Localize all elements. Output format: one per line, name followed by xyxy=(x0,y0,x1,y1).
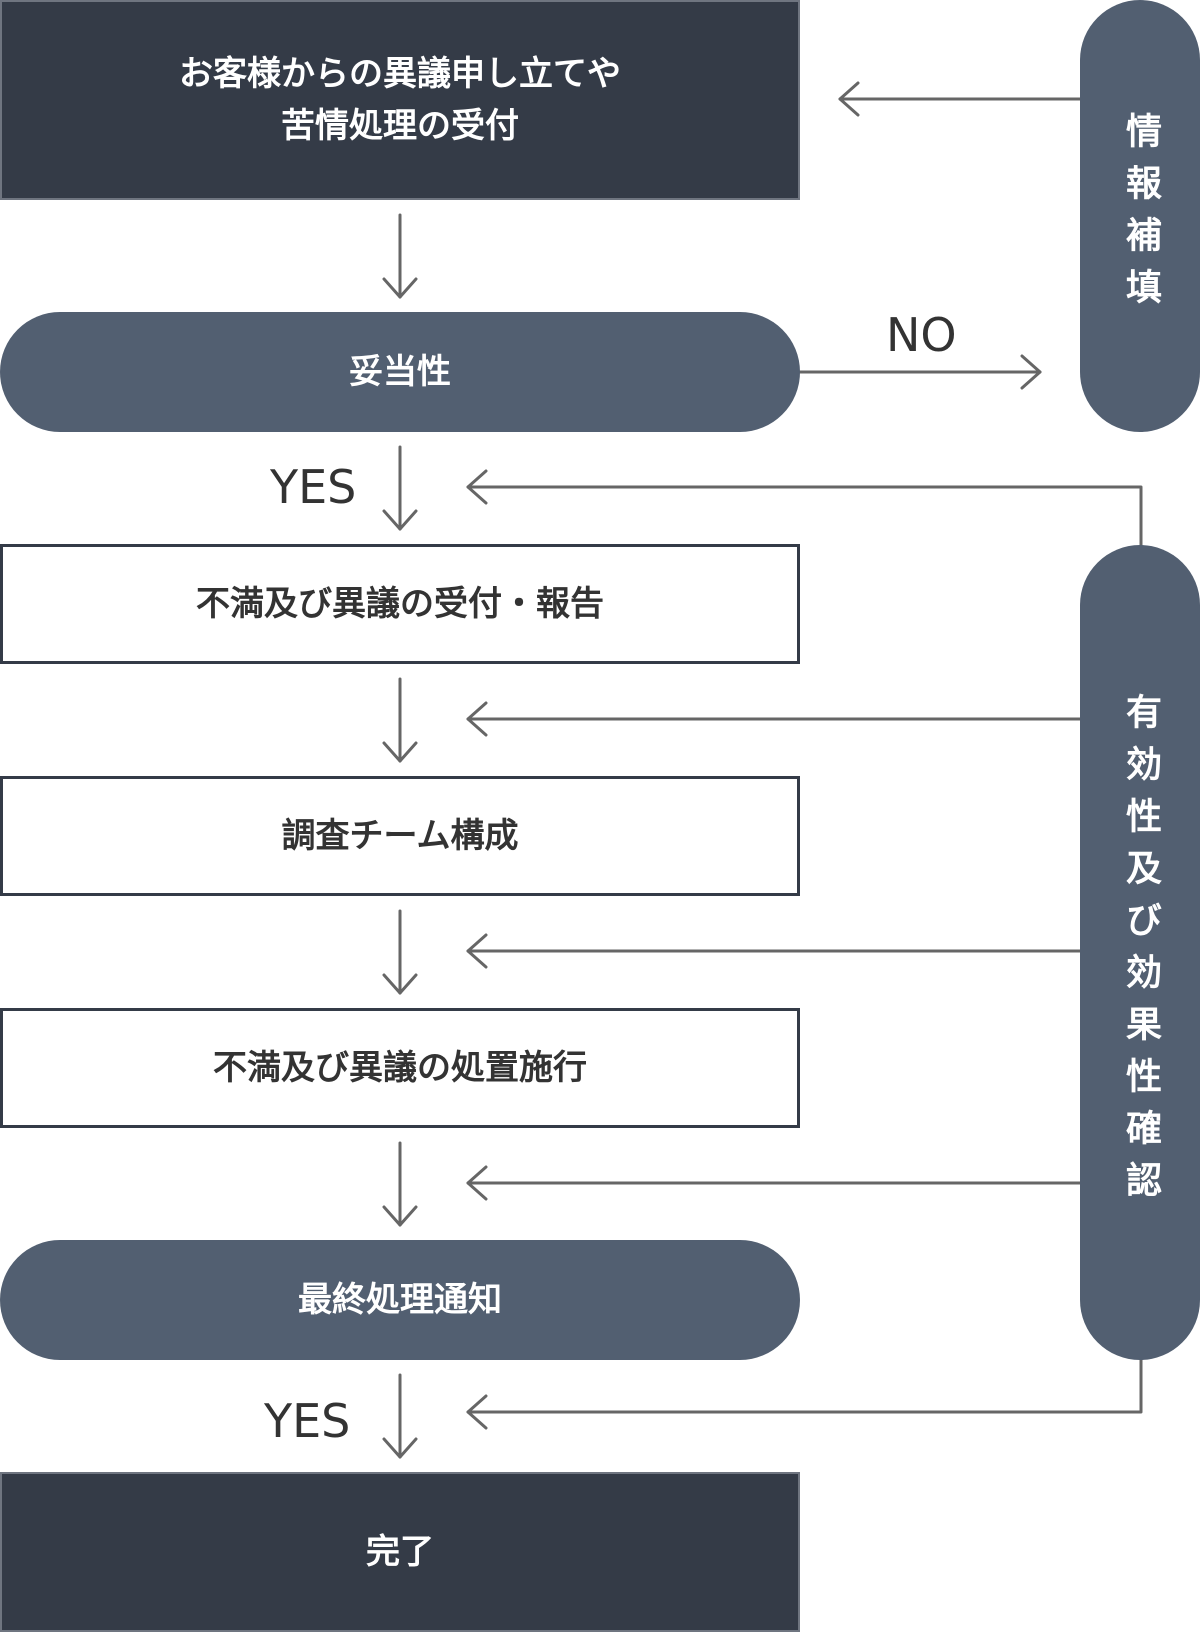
arrow-supplement-to-start xyxy=(838,81,1082,117)
receive-report-node: 不満及び異議の受付・報告 xyxy=(0,544,800,664)
verification-side-label: 有効性及び効果性確認 xyxy=(1120,692,1161,1213)
arrow-validity-to-receive xyxy=(382,445,418,531)
arrow-verification-to-team xyxy=(466,701,1082,737)
final-notice-node-label: 最終処理通知 xyxy=(298,1280,502,1320)
arrow-action-to-notice xyxy=(382,1141,418,1227)
complete-node: 完了 xyxy=(0,1472,800,1632)
arrow-verification-to-notice xyxy=(466,1165,1082,1201)
supplement-side-label: 情報補填 xyxy=(1120,112,1161,320)
start-node-label: お客様からの異議申し立てや 苦情処理の受付 xyxy=(179,54,621,146)
verification-side-node: 有効性及び効果性確認 xyxy=(1080,545,1200,1360)
receive-report-node-label: 不満及び異議の受付・報告 xyxy=(196,584,604,624)
arrow-no-to-supplement xyxy=(798,354,1042,390)
validity-node: 妥当性 xyxy=(0,312,800,432)
supplement-side-node: 情報補填 xyxy=(1080,0,1200,432)
arrow-verification-to-receive xyxy=(466,469,1143,547)
yes-label-top: YES xyxy=(270,460,357,514)
arrow-receive-to-team xyxy=(382,677,418,763)
arrow-verification-to-complete xyxy=(466,1356,1143,1430)
team-node: 調査チーム構成 xyxy=(0,776,800,896)
complete-node-label: 完了 xyxy=(366,1532,434,1572)
action-node: 不満及び異議の処置施行 xyxy=(0,1008,800,1128)
arrow-start-to-validity xyxy=(382,213,418,299)
team-node-label: 調査チーム構成 xyxy=(281,816,519,856)
arrow-team-to-action xyxy=(382,909,418,995)
no-label: NO xyxy=(886,308,957,362)
validity-node-label: 妥当性 xyxy=(349,352,451,392)
arrow-verification-to-action xyxy=(466,933,1082,969)
action-node-label: 不満及び異議の処置施行 xyxy=(213,1048,587,1088)
arrow-notice-to-complete xyxy=(382,1373,418,1459)
start-node: お客様からの異議申し立てや 苦情処理の受付 xyxy=(0,0,800,200)
yes-label-bottom: YES xyxy=(264,1394,351,1448)
final-notice-node: 最終処理通知 xyxy=(0,1240,800,1360)
